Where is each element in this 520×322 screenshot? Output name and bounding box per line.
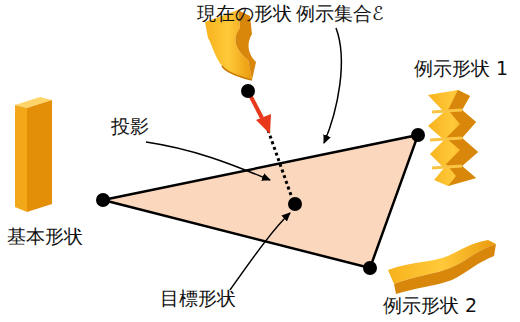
shape-label: 投影 (111, 116, 149, 138)
leader-line (146, 142, 270, 180)
base-shape (15, 97, 52, 212)
example-shape-2 (388, 240, 496, 294)
projection-line (268, 130, 292, 198)
projection-arrowhead (256, 114, 271, 134)
shape-label: 目標形状 (160, 288, 236, 310)
leader-line (230, 213, 290, 290)
shape-label: 例示形状 2 (383, 295, 477, 317)
shape-label: 例示集合ℰ (296, 3, 384, 25)
leader-line (324, 28, 341, 143)
shape-label: 例示形状 1 (414, 58, 508, 80)
example-shape-1 (428, 90, 478, 186)
vertex-dots (96, 84, 425, 275)
shape-label: 現在の形状 (197, 3, 292, 25)
shape-label: 基本形状 (7, 226, 83, 248)
